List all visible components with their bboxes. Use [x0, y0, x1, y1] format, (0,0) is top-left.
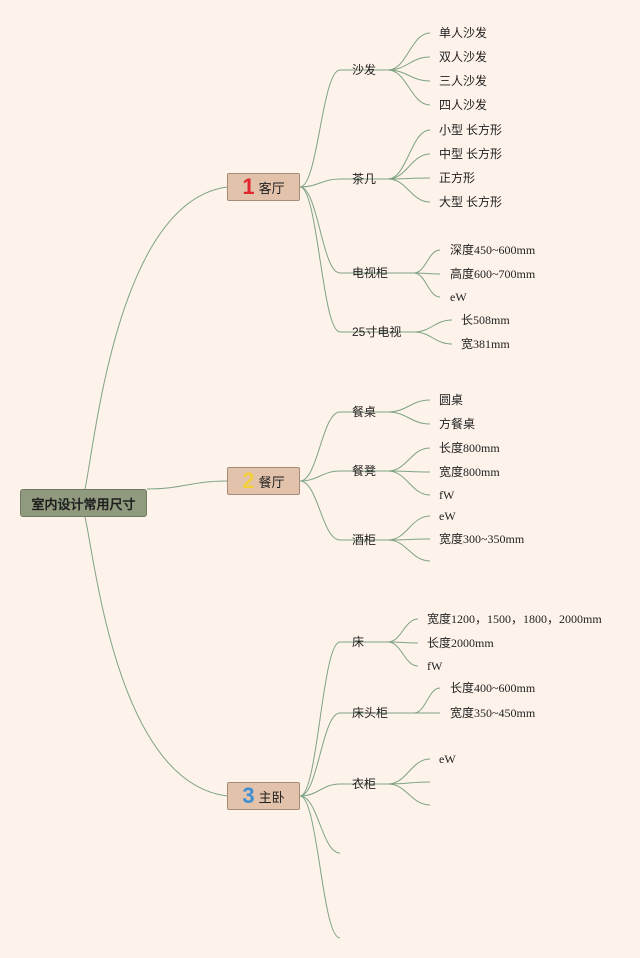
topic-connector — [299, 470, 341, 482]
leaf-connector — [413, 249, 441, 274]
topic-label: 客厅 — [258, 180, 285, 196]
topic-label: 主卧 — [258, 789, 285, 805]
root-connector — [146, 480, 228, 490]
topic-connector — [299, 795, 341, 854]
topic-connector — [299, 186, 341, 274]
topic-connector — [299, 411, 341, 482]
leaf-label[interactable]: 宽度300~350mm — [439, 532, 525, 546]
leaf-connector — [387, 515, 431, 541]
leaf-label[interactable]: fW — [427, 659, 443, 673]
topic-connector — [299, 186, 341, 333]
topic-connector — [299, 480, 341, 541]
leaf-connector — [387, 56, 431, 71]
leaf-connector — [387, 411, 431, 425]
leaf-label[interactable]: 小型 长方形 — [439, 123, 503, 137]
topic-label: 餐厅 — [258, 474, 285, 490]
topic-dining-room[interactable]: 2 餐厅 — [227, 467, 300, 495]
leaf-label[interactable]: 宽度350~450mm — [450, 706, 536, 720]
leaf-label[interactable]: 长度400~600mm — [450, 681, 536, 695]
leaf-label[interactable]: eW — [439, 509, 456, 523]
leaf-connector — [387, 783, 431, 806]
leaf-label[interactable]: 高度600~700mm — [450, 267, 536, 281]
root-node[interactable]: 室内设计常用尺寸 — [20, 489, 147, 517]
subtopic-label[interactable]: 沙发 — [352, 63, 377, 77]
subtopic-label[interactable]: 床头柜 — [352, 706, 389, 720]
leaf-connector — [413, 319, 453, 333]
leaf-label[interactable]: 方餐桌 — [439, 417, 476, 431]
leaf-connector — [387, 641, 419, 667]
subtopic-label[interactable]: 衣柜 — [352, 777, 377, 791]
leaf-connector — [413, 687, 441, 714]
leaf-label[interactable]: eW — [450, 290, 467, 304]
leaf-connector — [387, 539, 431, 562]
leaf-connector — [387, 758, 431, 785]
leaf-label[interactable]: eW — [439, 752, 456, 766]
leaf-label[interactable]: 宽度1200，1500，1800，2000mm — [427, 612, 602, 626]
leaf-label[interactable]: 长度800mm — [439, 441, 500, 455]
leaf-connector — [387, 447, 431, 472]
subtopic-label[interactable]: 电视柜 — [352, 266, 389, 280]
leaf-connector — [387, 32, 431, 71]
topic-living-room[interactable]: 1 客厅 — [227, 173, 300, 201]
root-label: 室内设计常用尺寸 — [31, 496, 136, 512]
topic-connector — [299, 795, 341, 939]
leaf-connector — [387, 618, 419, 643]
leaf-connector — [387, 153, 431, 180]
leaf-label[interactable]: 圆桌 — [439, 393, 464, 407]
leaf-connector — [387, 470, 431, 496]
leaf-connector — [387, 399, 431, 413]
topic-master-bedroom[interactable]: 3 主卧 — [227, 782, 300, 810]
topic-connector — [299, 69, 341, 188]
subtopic-label[interactable]: 25寸电视 — [352, 325, 402, 339]
leaf-label[interactable]: 长度2000mm — [427, 636, 494, 650]
subtopic-label[interactable]: 餐凳 — [352, 464, 377, 478]
leaf-label[interactable]: 长508mm — [461, 313, 510, 327]
root-connector — [84, 516, 228, 797]
leaf-connector — [387, 69, 431, 106]
leaf-label[interactable]: 三人沙发 — [439, 74, 488, 88]
subtopic-label[interactable]: 茶几 — [352, 172, 377, 186]
leaf-label[interactable]: 深度450~600mm — [450, 243, 536, 257]
topic-number: 3 — [242, 783, 255, 808]
leaf-connector — [387, 178, 431, 203]
topic-connector — [299, 712, 341, 797]
topic-number: 2 — [242, 468, 255, 493]
leaf-connector — [413, 272, 441, 298]
subtopic-label[interactable]: 床 — [352, 635, 365, 649]
topic-number: 1 — [242, 174, 255, 199]
leaf-label[interactable]: 大型 长方形 — [439, 195, 503, 209]
leaf-label[interactable]: 双人沙发 — [439, 50, 488, 64]
leaf-label[interactable]: 四人沙发 — [439, 98, 488, 112]
leaf-label[interactable]: fW — [439, 488, 455, 502]
subtopic-label[interactable]: 餐桌 — [352, 405, 377, 419]
leaf-label[interactable]: 宽度800mm — [439, 465, 500, 479]
subtopic-label[interactable]: 酒柜 — [352, 533, 377, 547]
leaf-label[interactable]: 宽381mm — [461, 337, 510, 351]
topic-connector — [299, 641, 341, 797]
topic-connector — [299, 783, 341, 797]
leaf-label[interactable]: 单人沙发 — [439, 26, 488, 40]
topic-connector — [299, 178, 341, 188]
leaf-connector — [413, 331, 453, 345]
leaf-connector — [387, 129, 431, 180]
leaf-label[interactable]: 中型 长方形 — [439, 147, 503, 161]
root-connector — [84, 186, 228, 490]
leaf-label[interactable]: 正方形 — [439, 171, 476, 185]
